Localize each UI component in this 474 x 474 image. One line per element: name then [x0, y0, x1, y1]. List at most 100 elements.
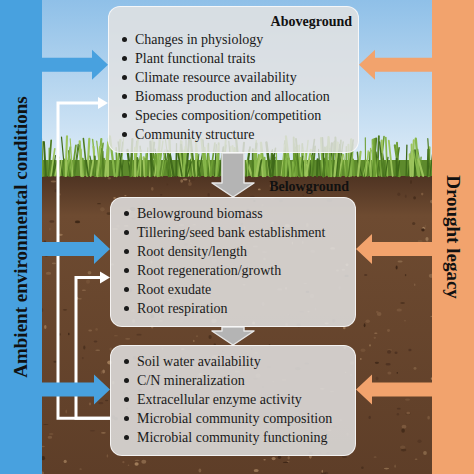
- soil-speck: [66, 410, 67, 414]
- grass-blade: [74, 144, 78, 176]
- soil-speck: [321, 473, 326, 474]
- soil-speck: [278, 456, 281, 459]
- grass-blade: [51, 149, 55, 176]
- list-item-text: Root exudate: [137, 282, 211, 297]
- soil-speck: [398, 261, 403, 263]
- band-label: Ambient environmental conditions: [10, 96, 32, 378]
- grass-blade: [373, 139, 375, 176]
- soil-speck: [49, 220, 54, 222]
- bullet-dot: [122, 37, 127, 42]
- grass-blade: [357, 152, 359, 176]
- list-item: Tillering/seed bank establishment: [121, 223, 349, 242]
- arrow-head: [100, 272, 110, 284]
- grass-blade: [377, 136, 379, 176]
- soil-speck: [189, 180, 191, 183]
- soil-speck: [364, 323, 366, 327]
- block-arrow: [359, 50, 432, 80]
- soil-speck: [135, 462, 139, 466]
- soil-speck: [386, 363, 391, 366]
- soil-speck: [83, 346, 85, 350]
- grass-blade: [140, 150, 142, 176]
- soil-speck: [401, 429, 405, 433]
- soil-speck: [369, 344, 370, 346]
- grass-blade: [418, 159, 423, 176]
- grass-blade: [94, 156, 96, 176]
- bullet-dot: [124, 287, 129, 292]
- bullet-dot: [124, 306, 129, 311]
- grass-blade: [398, 161, 400, 176]
- soil-speck: [394, 465, 395, 468]
- grass-blade: [276, 152, 278, 176]
- soil-speck: [95, 328, 98, 331]
- soil-speck: [303, 194, 304, 196]
- grass-blade: [358, 152, 361, 176]
- soil-speck: [272, 457, 276, 460]
- soil-speck: [79, 468, 81, 469]
- soil-speck: [413, 196, 416, 199]
- grass-blade: [81, 150, 82, 176]
- list-item-text: Microbial community composition: [137, 411, 332, 426]
- grass-blade: [381, 154, 382, 176]
- list-item: Root respiration: [121, 299, 349, 318]
- soil-speck: [421, 228, 424, 231]
- grass-blade: [306, 150, 311, 176]
- grass-blade: [375, 159, 378, 176]
- soil-speck: [88, 329, 92, 331]
- grass-blade: [49, 140, 52, 176]
- soil-speck: [263, 459, 265, 460]
- grass-blade: [99, 143, 103, 176]
- list-item-text: Changes in physiology: [135, 32, 263, 47]
- grass-blade: [413, 140, 414, 176]
- list-item: Root density/length: [121, 242, 349, 261]
- soil-speck: [397, 193, 400, 196]
- arrow-head: [98, 97, 108, 109]
- list-item-text: Microbial community functioning: [137, 430, 328, 445]
- soil-speck: [384, 468, 389, 470]
- grass-blade: [299, 157, 302, 176]
- connector-group: [58, 97, 110, 418]
- grass-blade: [256, 155, 260, 176]
- bullet-dot: [124, 416, 129, 421]
- soil-speck: [400, 445, 406, 449]
- info-box: BelowgroundBelowground biomassTillering/…: [110, 197, 356, 327]
- soil-speck: [78, 298, 82, 299]
- grass-blade: [323, 159, 325, 176]
- soil-speck: [193, 340, 194, 342]
- grass-blade: [175, 151, 177, 176]
- soil-speck: [101, 371, 103, 375]
- soil-speck: [425, 237, 428, 241]
- soil-speck: [404, 320, 406, 321]
- grass-blade: [352, 159, 354, 176]
- list-item-text: Root regeneration/growth: [137, 263, 281, 278]
- grass-blade: [369, 162, 371, 176]
- grass-blade: [386, 138, 388, 177]
- soil-speck: [49, 433, 54, 435]
- soil-speck: [412, 222, 415, 225]
- soil-speck: [89, 403, 91, 406]
- info-box: AbovegroundChanges in physiologyPlant fu…: [108, 6, 359, 153]
- grass-blade: [170, 155, 174, 176]
- soil-speck: [400, 302, 405, 304]
- grass-blade: [183, 151, 186, 176]
- block-arrow: [42, 50, 108, 80]
- list-item-text: Species composition/competition: [135, 108, 321, 123]
- feedback-arrow: [58, 97, 110, 418]
- soil-speck: [136, 334, 141, 336]
- soil-speck: [114, 335, 118, 336]
- side-band: Drought legacy: [432, 0, 474, 474]
- soil-speck: [405, 194, 407, 198]
- grass-blade: [178, 154, 182, 177]
- grass-blade: [60, 160, 62, 176]
- grass-blade: [381, 141, 384, 176]
- soil-speck: [55, 189, 57, 192]
- soil: [0, 170, 474, 474]
- soil-speck: [374, 333, 377, 334]
- soil-speck: [405, 274, 406, 276]
- soil-speck: [75, 221, 80, 224]
- grass-blade: [80, 147, 83, 176]
- grass-blade: [414, 151, 419, 176]
- soil-speck: [387, 329, 390, 332]
- list-item-text: Plant functional traits: [135, 51, 256, 66]
- grass-blade: [366, 151, 368, 176]
- soil-speck: [82, 357, 84, 359]
